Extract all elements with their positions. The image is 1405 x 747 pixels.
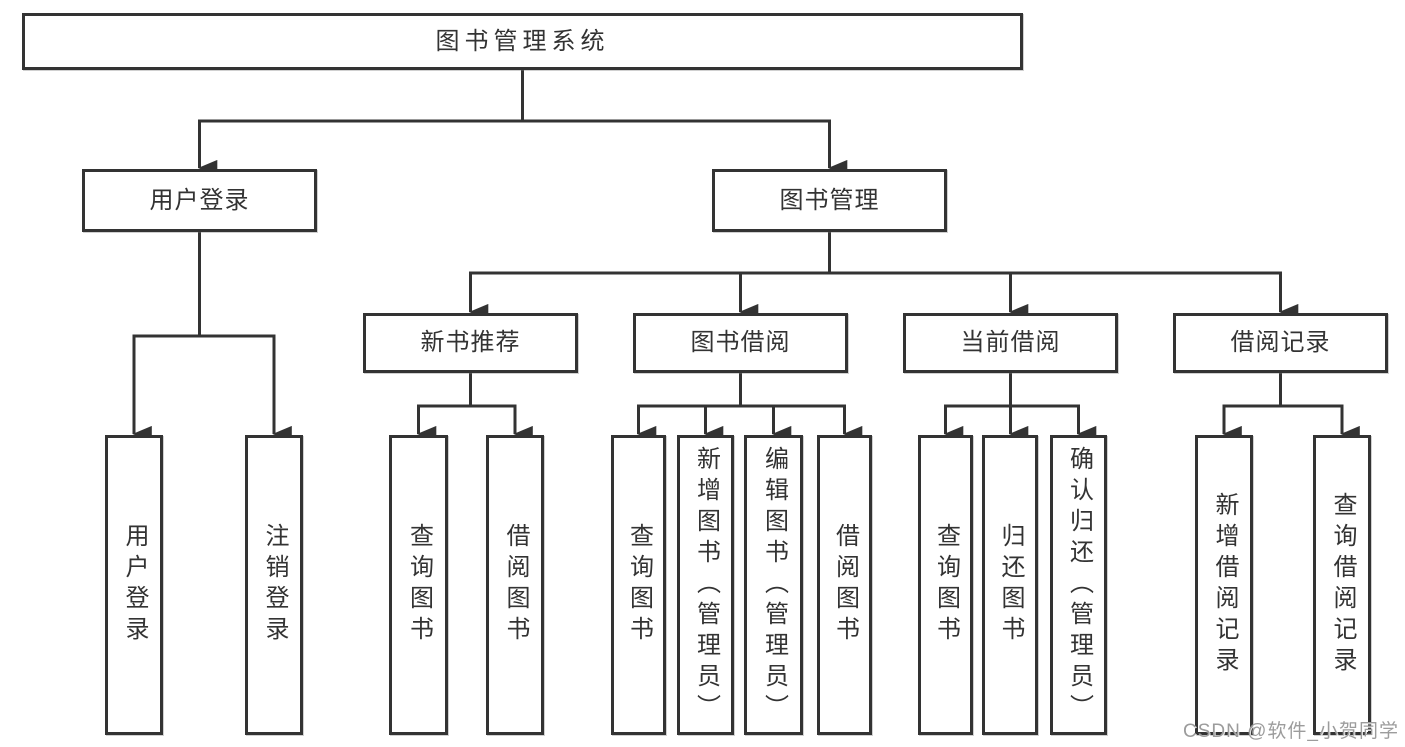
node-current-borrow: 当前借阅	[903, 313, 1118, 373]
node-root: 图书管理系统	[22, 13, 1023, 70]
node-borrow-records: 借阅记录	[1173, 313, 1388, 373]
edge-borrow-span	[636, 404, 863, 443]
edge-recommend-span	[416, 404, 533, 443]
node-book-borrow: 图书借阅	[633, 313, 848, 373]
leaf-query-books-current: 查询图书	[918, 435, 973, 735]
leaf-borrow-books-recommend: 借阅图书	[486, 435, 544, 735]
leaf-user-login: 用户登录	[105, 435, 163, 735]
leaf-add-borrow-record: 新增借阅记录	[1195, 435, 1253, 735]
node-user-login: 用户登录	[82, 169, 317, 232]
edge-userlogin-span	[132, 334, 292, 443]
watermark: CSDN @软件_小贺同学	[1183, 721, 1399, 742]
leaf-return-book: 归还图书	[982, 435, 1038, 735]
edge-bookmgmt-span	[468, 271, 1299, 321]
node-new-book-recommend: 新书推荐	[363, 313, 578, 373]
leaf-query-books-borrow: 查询图书	[611, 435, 666, 735]
node-book-management: 图书管理	[712, 169, 947, 232]
leaf-logout: 注销登录	[245, 435, 303, 735]
edge-records-span	[1222, 404, 1360, 443]
leaf-edit-book-admin: 编辑图书（管理员）	[744, 435, 803, 735]
leaf-query-borrow-record: 查询借阅记录	[1313, 435, 1371, 735]
edge-root-span	[197, 119, 848, 177]
leaf-query-books-recommend: 查询图书	[389, 435, 448, 735]
leaf-add-book-admin: 新增图书（管理员）	[677, 435, 734, 735]
leaf-borrow-books: 借阅图书	[817, 435, 872, 735]
leaf-confirm-return-admin: 确认归还（管理员）	[1050, 435, 1107, 735]
